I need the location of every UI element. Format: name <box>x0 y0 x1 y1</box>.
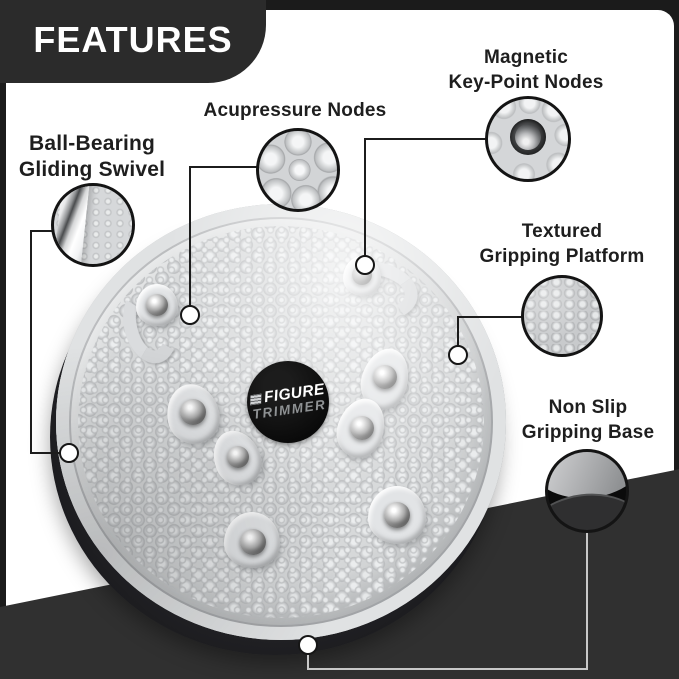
features-banner: FEATURES <box>0 0 266 83</box>
brand-logo: FIGURE TRIMMER <box>247 361 329 443</box>
magnetic-ball <box>373 365 397 389</box>
leader-line-segment <box>189 166 259 168</box>
label-ball-bearing: Ball-Bearing Gliding Swivel <box>18 132 166 181</box>
magnetic-ball <box>350 416 374 440</box>
magnetic-inset-ball <box>515 123 541 150</box>
non-slip-base-inset <box>545 449 629 533</box>
label-textured: Textured Gripping Platform <box>479 221 645 267</box>
magnetic-ball <box>180 399 206 425</box>
callout-marker-dot <box>59 443 79 463</box>
features-title: FEATURES <box>33 18 233 60</box>
logo-grid-icon <box>249 393 261 406</box>
magnetic-ball <box>240 529 266 555</box>
leader-line-segment <box>307 668 588 670</box>
label-magnetic: Magnetic Key-Point Nodes <box>448 47 604 93</box>
callout-marker-dot <box>298 635 318 655</box>
leader-line-segment <box>30 230 32 454</box>
magnetic-ball <box>384 502 410 528</box>
non-slip-inset-base <box>548 487 626 530</box>
callout-marker-dot <box>180 305 200 325</box>
ball-bearing-inset <box>51 183 135 267</box>
callout-marker-dot <box>355 255 375 275</box>
callout-marker-dot <box>448 345 468 365</box>
magnetic-node-inset <box>485 96 571 182</box>
leader-line-segment <box>307 646 309 670</box>
label-non-slip: Non Slip Gripping Base <box>521 397 655 443</box>
leader-line-segment <box>364 138 366 266</box>
acupressure-inset <box>256 128 340 212</box>
leader-line-segment <box>189 166 191 316</box>
magnetic-ball <box>227 446 249 468</box>
label-acupressure: Acupressure Nodes <box>203 100 387 121</box>
magnetic-ball <box>146 294 168 316</box>
leader-line-segment <box>364 138 488 140</box>
leader-line-segment <box>30 230 53 232</box>
leader-line-segment <box>457 316 524 318</box>
textured-platform-inset <box>521 275 603 357</box>
leader-line-segment <box>30 452 63 454</box>
leader-line-segment <box>586 528 588 670</box>
brand-logo-text: FIGURE TRIMMER <box>249 381 327 423</box>
